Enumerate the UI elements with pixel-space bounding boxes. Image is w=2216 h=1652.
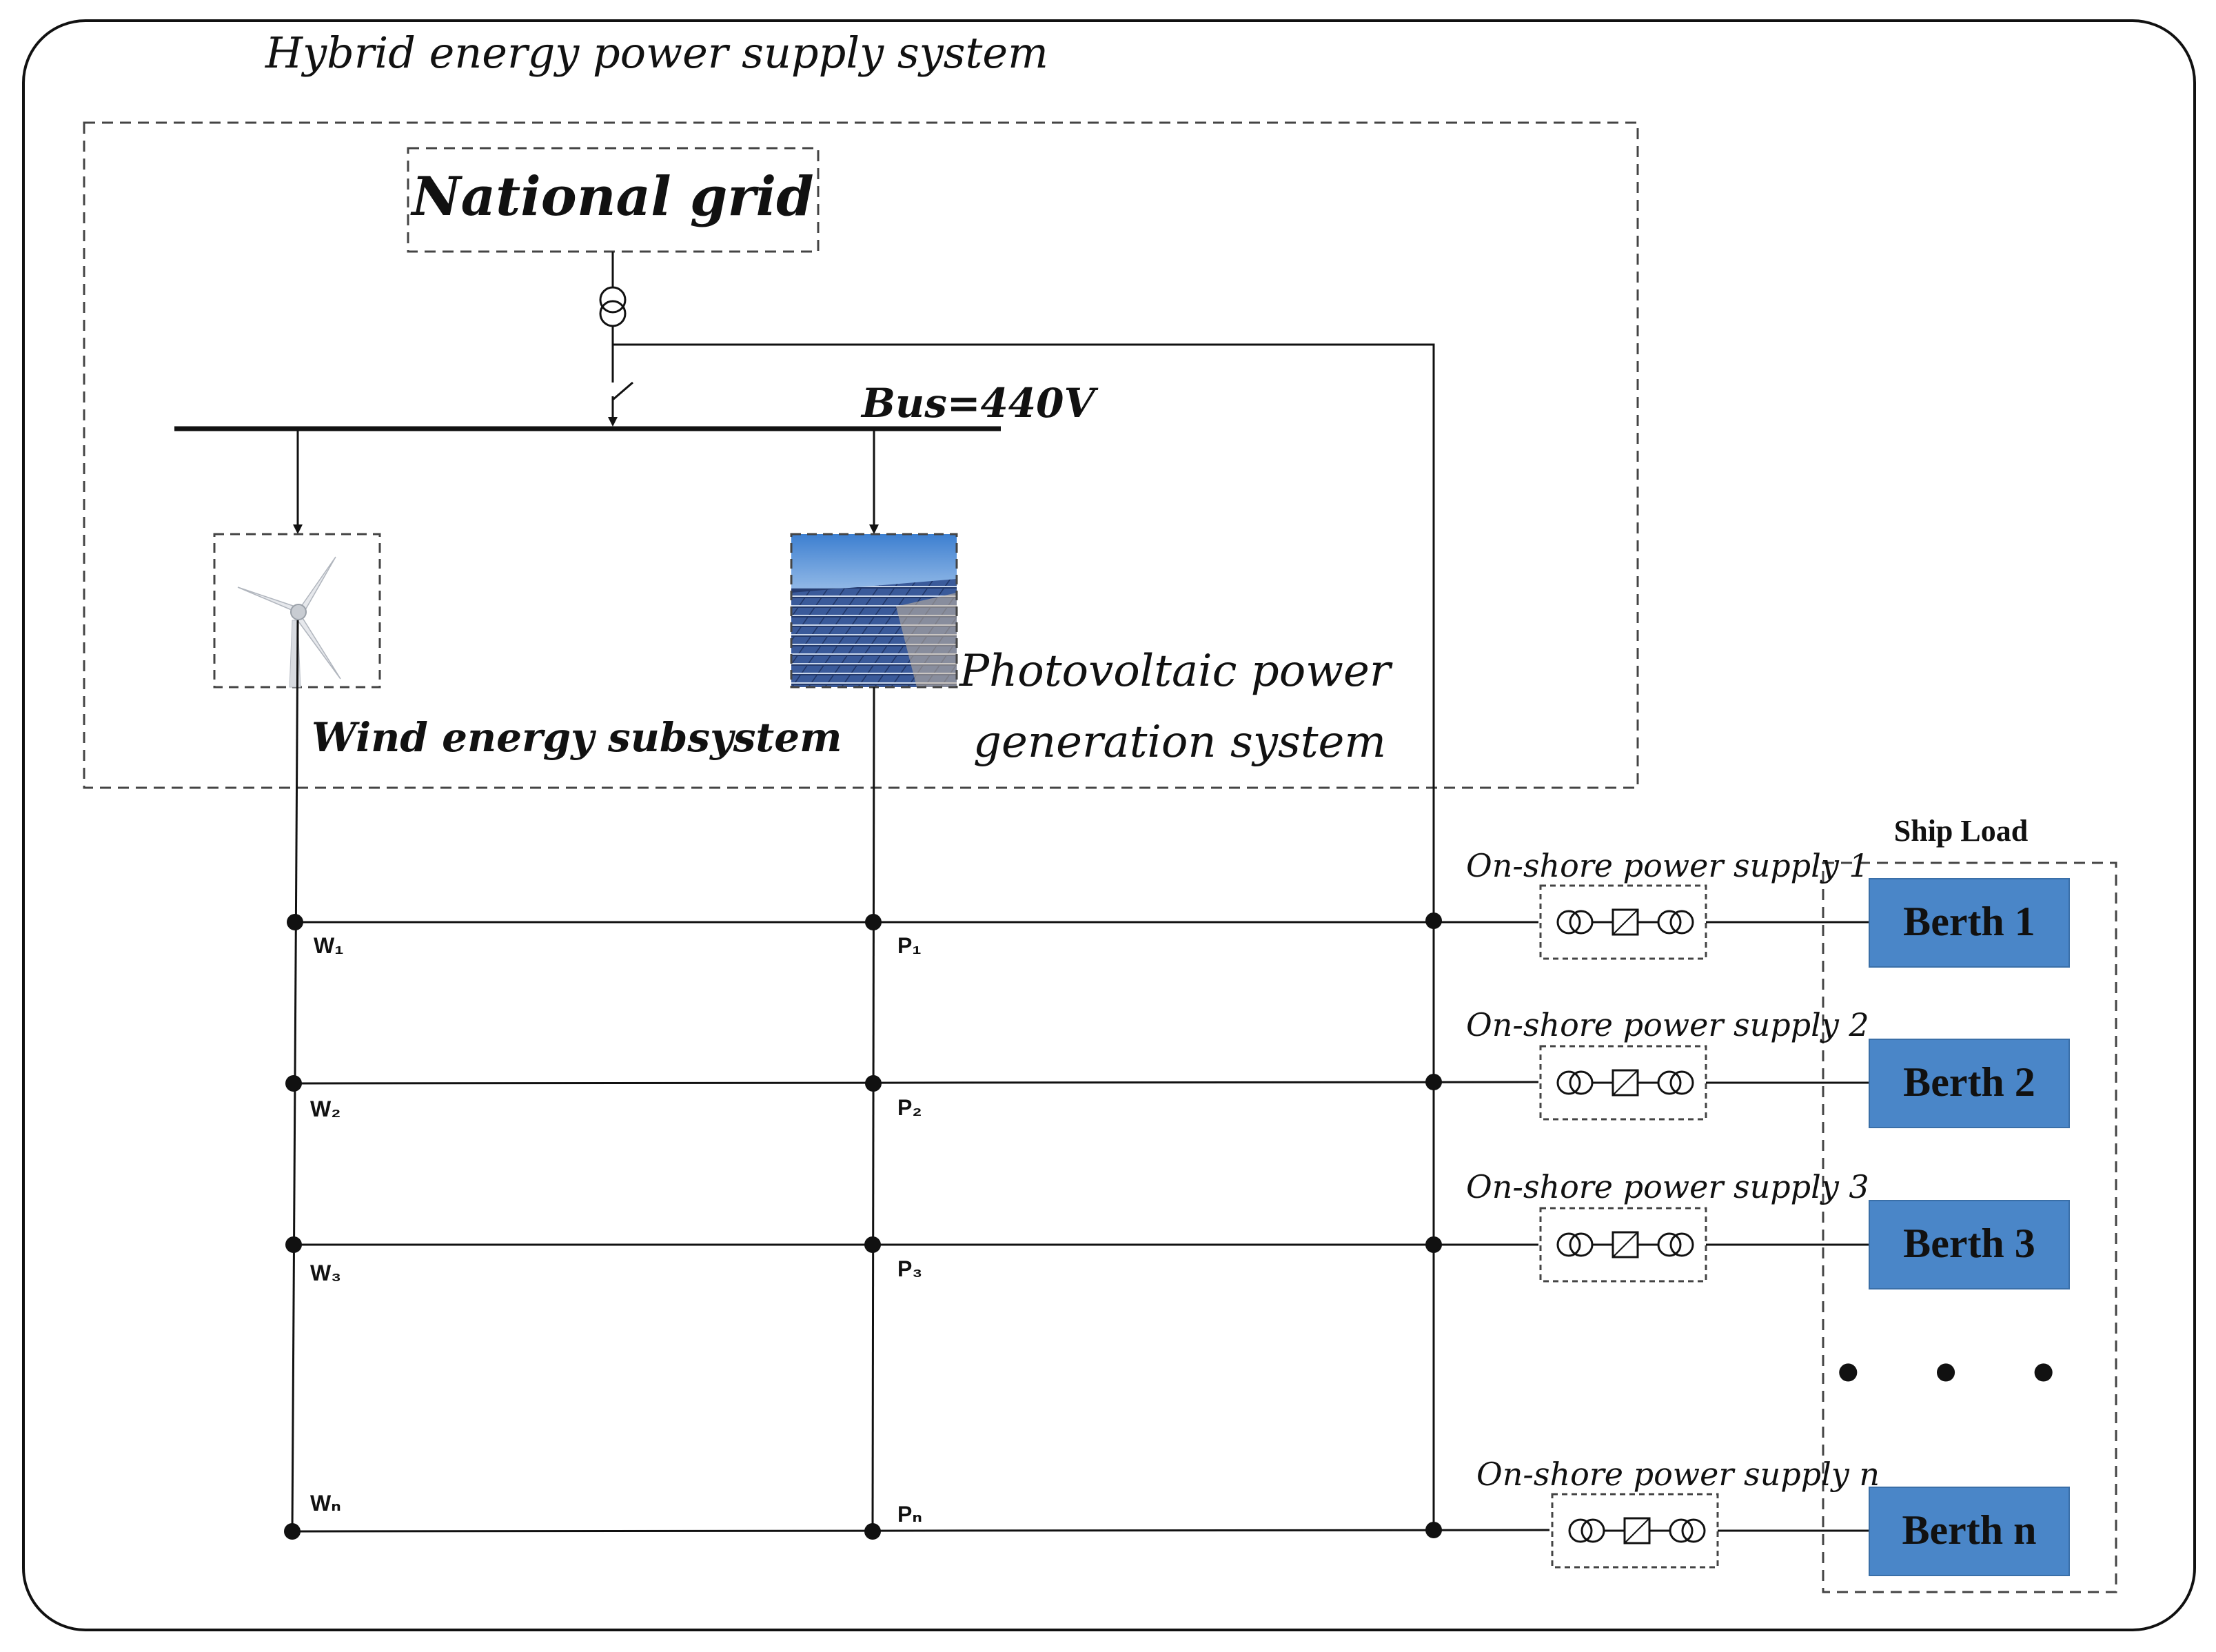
outer-frame — [22, 19, 2196, 1631]
national-grid-label: National grid — [409, 165, 813, 228]
pv-panel-image — [790, 533, 958, 689]
onshore-supply-2: On-shore power supply 2 — [1466, 1006, 1869, 1121]
transformer-icon — [1556, 910, 1581, 935]
node-label-p3: P₃ — [897, 1256, 922, 1281]
berth-3: Berth 3 — [1869, 1200, 2070, 1289]
node-label-pn: Pₙ — [897, 1502, 922, 1527]
transformer-icon — [1556, 1232, 1581, 1257]
row-line-2 — [292, 1081, 1539, 1085]
row-line-n — [292, 1529, 1550, 1533]
system-title: Hybrid energy power supply system — [265, 28, 1048, 78]
onshore-supply-label-n: On-shore power supply n — [1476, 1456, 1880, 1493]
node-label-p2: P₂ — [897, 1095, 922, 1120]
pv-feeder — [871, 686, 875, 1532]
ship-load-box — [1822, 861, 2117, 1593]
transformer-icon — [1657, 1070, 1682, 1095]
berth-n: Berth n — [1869, 1487, 2070, 1576]
pv-label-line2: generation system — [973, 717, 1386, 768]
berth-label-3: Berth 3 — [1903, 1221, 2035, 1266]
berth-ellipsis: • • • — [1830, 1338, 2082, 1411]
transformer-icon — [1669, 1518, 1694, 1543]
ship-load-label: Ship Load — [1894, 814, 2028, 848]
node-label-wn: Wₙ — [310, 1491, 341, 1516]
onshore-supply-3: On-shore power supply 3 — [1466, 1168, 1869, 1283]
onshore-supply-label-2: On-shore power supply 2 — [1466, 1006, 1869, 1043]
node-label-w3: W₃ — [310, 1261, 341, 1285]
junction-nodes — [284, 912, 1442, 1540]
node-label-w2: W₂ — [310, 1097, 340, 1121]
grid-to-trunk-line — [613, 343, 1435, 1531]
onshore-supply-1: On-shore power supply 1 — [1466, 847, 1869, 960]
switch-icon — [612, 381, 633, 401]
berth-2: Berth 2 — [1869, 1039, 2070, 1128]
berth-label-2: Berth 2 — [1903, 1059, 2035, 1105]
transformer-icon — [1568, 1518, 1593, 1543]
bus-label: Bus=440V — [860, 380, 1099, 427]
grid-transformer-icon — [599, 286, 627, 327]
hybrid-system-box — [83, 121, 1639, 789]
wind-subsystem-label: Wind energy subsystem — [312, 714, 842, 761]
transformer-icon — [1556, 1070, 1581, 1095]
transformer-icon — [1657, 1232, 1682, 1257]
berth-label-n: Berth n — [1902, 1507, 2037, 1553]
berth-1: Berth 1 — [1869, 878, 2070, 968]
onshore-supply-label-3: On-shore power supply 3 — [1466, 1168, 1869, 1205]
node-label-w1: W₁ — [314, 933, 343, 958]
onshore-supply-label-1: On-shore power supply 1 — [1466, 847, 1869, 884]
onshore-supply-n: On-shore power supply n — [1476, 1456, 1880, 1569]
pv-label-line1: Photovoltaic power — [959, 646, 1393, 697]
transformer-icon — [1657, 910, 1682, 935]
berth-label-1: Berth 1 — [1903, 899, 2035, 944]
node-label-p1: P₁ — [897, 933, 922, 958]
